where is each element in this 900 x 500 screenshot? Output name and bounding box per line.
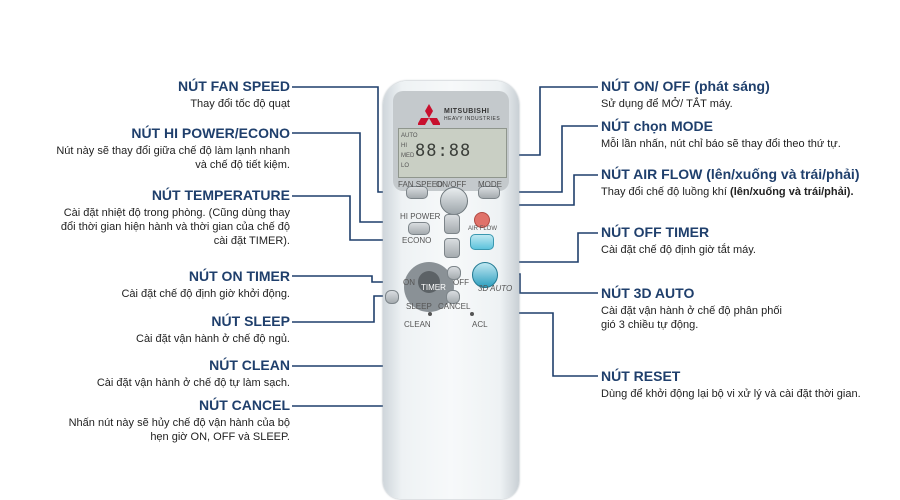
label-fan-speed: NÚT FAN SPEED Thay đổi tốc độ quạt (0, 78, 290, 111)
lcd-display: 88:88 AUTO HI MED LO (398, 128, 507, 178)
lcd-digits: 88:88 (415, 141, 472, 161)
label-fan-speed-title: NÚT FAN SPEED (177, 78, 290, 94)
label-reset: NÚT RESET Dùng để khởi động lại bộ vi xử… (601, 368, 900, 401)
reset-indicator-icon (474, 212, 490, 228)
cancel-button-label: CANCEL (438, 302, 471, 311)
label-3d-auto-desc-1: Cài đặt vận hành ở chế độ phân phối (601, 305, 782, 317)
lcd-mode-hi: HI (401, 143, 407, 149)
label-hi-power-desc-1: Nút này sẽ thay đổi giữa chế độ làm lạnh… (56, 145, 290, 157)
label-on-off-desc: Sử dụng để MỞ/ TẮT máy. (601, 98, 733, 110)
3d-auto-button-label: 3D AUTO (478, 284, 513, 293)
label-on-timer-desc: Cài đặt chế độ định giờ khởi động. (121, 288, 290, 300)
label-cancel-desc-1: Nhấn nút này sẽ hủy chế độ vận hành của … (68, 417, 290, 429)
label-off-timer-desc: Cài đặt chế độ định giờ tắt máy. (601, 244, 756, 256)
sleep-button[interactable] (385, 290, 399, 304)
label-air-flow-desc-text: Thay đổi chế độ luồng khí (601, 186, 727, 198)
label-reset-desc: Dùng để khởi động lại bộ vi xử lý và cài… (601, 388, 861, 400)
label-clean: NÚT CLEAN Cài đặt vận hành ở chế độ tự l… (0, 357, 290, 390)
air-flow-button[interactable] (470, 234, 494, 250)
label-hi-power-title: NÚT HI POWER/ECONO (131, 125, 290, 141)
on-timer-label: ON (403, 278, 415, 287)
clean-pinhole-button[interactable] (428, 312, 432, 316)
hi-power-button-label: HI POWER (400, 212, 441, 221)
label-on-timer-title: NÚT ON TIMER (188, 268, 290, 284)
label-sleep-title: NÚT SLEEP (211, 313, 290, 329)
timer-label: TIMER (421, 283, 446, 292)
label-temperature-desc-2: đổi thời gian hiện hành và thời gian của… (60, 221, 290, 233)
label-cancel: NÚT CANCEL Nhấn nút này sẽ hủy chế độ vậ… (0, 397, 290, 444)
label-temperature-title: NÚT TEMPERATURE (151, 187, 290, 203)
label-cancel-desc-2: hẹn giờ ON, OFF và SLEEP. (150, 431, 290, 443)
econo-button-label: ECONO (402, 236, 432, 245)
label-air-flow-desc-bold: (lên/xuống và trái/phải). (730, 186, 854, 198)
label-3d-auto: NÚT 3D AUTO Cài đặt vận hành ở chế độ ph… (601, 285, 900, 332)
hi-power-econo-button[interactable] (408, 222, 430, 235)
label-temperature: NÚT TEMPERATURE Cài đặt nhiệt độ trong p… (0, 187, 290, 248)
label-mode-desc: Mỗi lần nhấn, nút chỉ báo sẽ thay đổi th… (601, 138, 841, 150)
timer-center-button[interactable] (418, 271, 440, 293)
label-fan-speed-desc: Thay đổi tốc độ quạt (190, 98, 290, 110)
mode-button-label: MODE (478, 180, 502, 189)
label-cancel-title: NÚT CANCEL (199, 397, 290, 413)
label-mode: NÚT chọn MODE Mỗi lần nhấn, nút chỉ báo … (601, 118, 900, 151)
off-timer-button[interactable] (447, 266, 461, 280)
line-sleep (292, 295, 392, 323)
on-off-button[interactable] (440, 187, 468, 215)
brand-name: MITSUBISHI (444, 108, 490, 115)
lcd-mode-lo: LO (401, 163, 410, 169)
label-3d-auto-desc-2: gió 3 chiều tự động. (601, 319, 699, 331)
temperature-down-button[interactable] (444, 238, 460, 258)
fan-speed-button[interactable] (406, 186, 428, 199)
label-air-flow-desc: Thay đổi chế độ luồng khí (lên/xuống và … (601, 185, 900, 199)
label-clean-title: NÚT CLEAN (209, 357, 290, 373)
mode-button[interactable] (478, 186, 500, 199)
cancel-button[interactable] (446, 290, 460, 304)
3d-auto-button[interactable] (472, 262, 498, 288)
label-mode-title: NÚT chọn MODE (601, 118, 713, 134)
clean-button-label: CLEAN (404, 320, 431, 329)
temperature-up-button[interactable] (444, 214, 460, 234)
air-flow-button-label: AIR FLOW (468, 226, 498, 232)
label-temperature-desc-1: Cài đặt nhiệt độ trong phòng. (Cũng dùng… (63, 207, 290, 219)
label-sleep-desc: Cài đặt vận hành ở chế độ ngủ. (136, 333, 290, 345)
acl-reset-pinhole-button[interactable] (470, 312, 474, 316)
label-hi-power-desc-2: và chế độ tiết kiệm. (195, 159, 290, 171)
acl-button-label: ACL (472, 320, 488, 329)
label-off-timer: NÚT OFF TIMER Cài đặt chế độ định giờ tắ… (601, 224, 900, 257)
label-hi-power: NÚT HI POWER/ECONO Nút này sẽ thay đổi g… (0, 125, 290, 172)
label-on-timer: NÚT ON TIMER Cài đặt chế độ định giờ khở… (0, 268, 290, 301)
lcd-mode-med: MED (401, 153, 415, 159)
label-sleep: NÚT SLEEP Cài đặt vận hành ở chế độ ngủ. (0, 313, 290, 346)
on-off-button-label: ON/OFF (436, 180, 467, 189)
label-air-flow-title: NÚT AIR FLOW (lên/xuống và trái/phải) (601, 166, 860, 182)
off-timer-label: OFF (453, 278, 469, 287)
brand-subtitle: HEAVY INDUSTRIES (444, 116, 501, 122)
label-3d-auto-title: NÚT 3D AUTO (601, 285, 695, 301)
sleep-button-label: SLEEP (406, 302, 432, 311)
label-off-timer-title: NÚT OFF TIMER (601, 224, 710, 240)
label-reset-title: NÚT RESET (601, 368, 681, 384)
label-clean-desc: Cài đặt vận hành ở chế độ tự làm sạch. (96, 377, 290, 389)
lcd-mode-auto: AUTO (401, 133, 418, 139)
mitsubishi-logo-icon (418, 104, 440, 125)
label-air-flow: NÚT AIR FLOW (lên/xuống và trái/phải) Th… (601, 166, 900, 199)
fan-speed-button-label: FAN SPEED (398, 180, 443, 189)
label-on-off-title: NÚT ON/ OFF (phát sáng) (601, 78, 770, 94)
label-on-off: NÚT ON/ OFF (phát sáng) Sử dụng để MỞ/ T… (601, 78, 900, 111)
label-temperature-desc-3: cài đặt TIMER). (213, 235, 290, 247)
